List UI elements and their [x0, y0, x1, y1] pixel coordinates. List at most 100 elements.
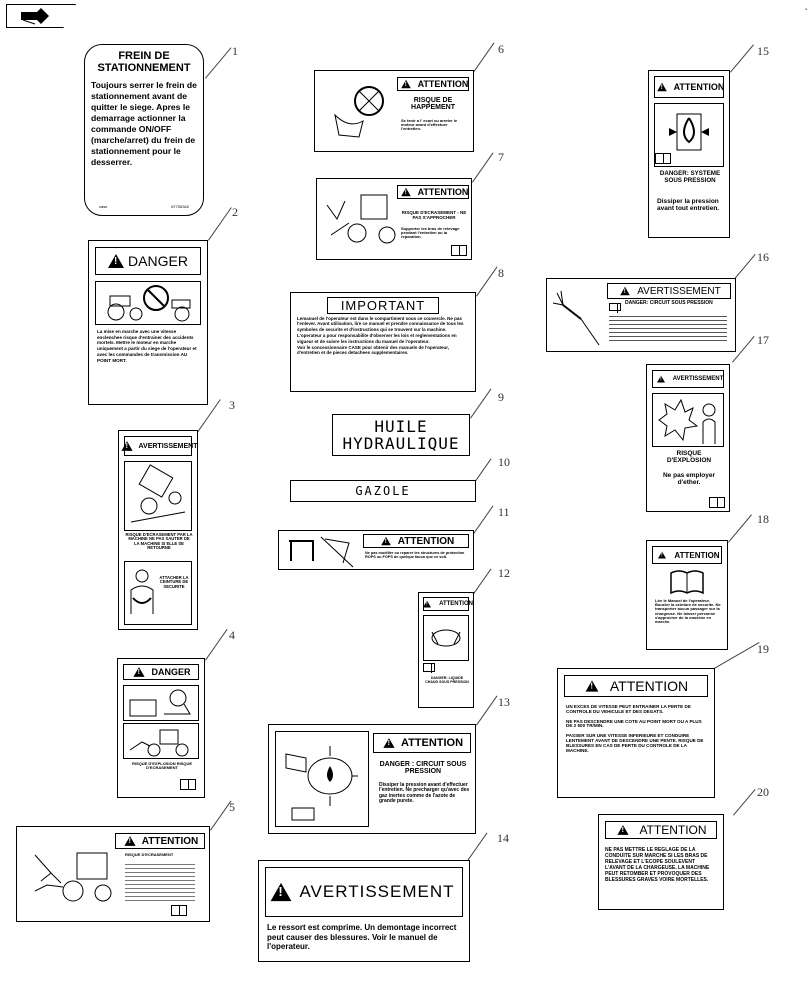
decal-5-lines	[125, 861, 195, 901]
decal-7-title: RISQUE D'ECRASEMENT - NE PAS S'APPROCHER	[401, 210, 467, 220]
spray-injury-icon	[552, 290, 600, 346]
decal-15-title: DANGER: SYSTEME SOUS PRESSION	[659, 170, 721, 184]
decal-1-body: Toujours serrer le frein de stationnemen…	[91, 80, 197, 168]
decal-20-attention: ATTENTION NE PAS METTRE LE REGLAGE DE LA…	[598, 814, 724, 910]
callout-3: 3	[229, 398, 235, 412]
decal-10-text: GAZOLE	[355, 484, 411, 498]
decal-1-brand: case	[99, 204, 108, 209]
warning-triangle-icon	[658, 551, 667, 559]
corner-mark: `	[804, 8, 808, 19]
decal-14-header: AVERTISSEMENT	[265, 867, 463, 917]
decal-4-text: RISQUE D'EXPLOSION RISQUE D'ECRASEMENT	[131, 761, 193, 771]
warning-triangle-icon	[108, 254, 125, 268]
callout-12: 12	[498, 566, 510, 580]
decal-4-danger: DANGER RISQUE D'EXPLOSION RISQUE D'ECRAS…	[117, 658, 205, 798]
warning-triangle-icon	[133, 667, 146, 677]
decal-6-body: Se tenir a l' ecart ou arreter le moteur…	[401, 118, 458, 132]
callout-10: 10	[498, 455, 510, 469]
manual-book-icon	[670, 570, 704, 595]
callout-16: 16	[757, 250, 769, 264]
decal-13-title: DANGER : CIRCUIT SOUS PRESSION	[379, 761, 467, 776]
rollover-icon	[130, 464, 186, 523]
warning-triangle-icon	[617, 825, 630, 835]
rops-structure-icon	[289, 536, 354, 568]
decal-19-p1: UN EXCES DE VITESSE PEUT ENTRAINER LA PE…	[566, 704, 691, 714]
decal-15-body: Dissiper la pression avant tout entretie…	[657, 198, 720, 212]
decal-11-header: ATTENTION	[363, 534, 469, 548]
decal-13-header: ATTENTION	[373, 733, 471, 753]
decal-19-p3: PASSER SUR UNE VITESSE INFERIEURE ET CON…	[566, 733, 704, 753]
decal-14-avertissement: AVERTISSEMENT Le ressort est comprime. U…	[258, 860, 470, 962]
decal-1-code: 87706342	[171, 204, 189, 209]
decal-17-avertissement: AVERTISSEMENT RISQUE D'EXPLOSION Ne pas …	[646, 364, 730, 512]
decal-13-body: Dissiper la pression avant d'effectuer l…	[379, 782, 470, 804]
decal-1-title: FREIN DE STATIONNEMENT	[97, 50, 191, 74]
loader-crush-icon	[129, 729, 189, 757]
callout-8: 8	[498, 266, 504, 280]
decal-16-header: AVERTISSEMENT	[607, 283, 731, 299]
nav-tab[interactable]	[6, 4, 76, 28]
decal-17-header: AVERTISSEMENT	[652, 370, 724, 388]
decal-2-body: La mise en marche avec une vitesse encle…	[97, 329, 197, 363]
book-icon	[171, 905, 187, 916]
decal-3-text2: ATTACHER LA CEINTURE DE SECURITE	[159, 575, 189, 589]
decal-20-body: NE PAS METTRE LE REGLAGE DE LA CONDUITE …	[605, 847, 710, 883]
accumulator-pressure-icon	[285, 746, 358, 821]
warning-triangle-icon	[271, 882, 292, 902]
book-icon	[180, 779, 196, 790]
pressure-drop-icon	[669, 113, 709, 151]
decal-6-title: RISQUE DE HAPPEMENT	[411, 97, 455, 112]
decal-17-body: Ne pas employer d'ether.	[662, 472, 716, 486]
decal-11-body: Ne pas modifier ou reparer les structure…	[365, 551, 465, 559]
decal-3-text1: RISQUE D'ECRASEMENT PAR LA MACHINE NE PA…	[125, 532, 193, 551]
decal-3-seatbelt-picto: ATTACHER LA CEINTURE DE SECURITE	[124, 561, 192, 625]
decal-12-text: DANGER: LIQUIDE CHAUD SOUS PRESSION	[425, 676, 469, 684]
warning-triangle-icon	[620, 286, 631, 296]
book-icon	[609, 303, 621, 313]
entanglement-icon	[334, 86, 384, 138]
decal-4-header: DANGER	[123, 664, 199, 680]
decal-12-attention: ATTENTION DANGER: LIQUIDE CHAUD SOUS PRE…	[418, 592, 474, 708]
decal-3-header: AVERTISSEMENT	[120, 436, 197, 456]
callout-19: 19	[757, 642, 769, 656]
decal-13-attention: ATTENTION DANGER : CIRCUIT SOUS PRESSION…	[268, 724, 476, 834]
decal-9-text: HUILE HYDRAULIQUE	[342, 417, 460, 453]
callout-1: 1	[232, 44, 238, 58]
book-arrow-icon	[21, 8, 49, 25]
decal-15-header: ATTENTION	[654, 76, 724, 98]
decal-8-item-3: Voir le concessionnaire CASE pour obteni…	[297, 344, 450, 356]
decal-6-header: ATTENTION	[397, 77, 469, 91]
decal-15-attention: ATTENTION DANGER: SYSTEME SOUS PRESSION …	[648, 70, 730, 238]
ether-explosion-icon	[658, 398, 716, 444]
decal-9-huile-hydraulique: HUILE HYDRAULIQUE	[332, 414, 470, 456]
warning-triangle-icon	[120, 441, 133, 451]
seatbelt-icon	[130, 569, 154, 614]
callout-2: 2	[232, 205, 238, 219]
decal-12-picto	[423, 615, 469, 661]
book-icon	[709, 497, 725, 508]
decal-4-picto-battery	[123, 685, 199, 721]
callout-20: 20	[757, 785, 769, 799]
decal-19-header: ATTENTION	[564, 675, 708, 697]
decal-7-header: ATTENTION	[397, 185, 469, 199]
decal-3-avertissement: AVERTISSEMENT RISQUE D'ECRASEMENT PAR LA…	[118, 430, 198, 630]
decal-17-title: RISQUE D'EXPLOSION	[666, 450, 712, 464]
decal-7-body: Supporter les bras de relevage pendant l…	[401, 226, 460, 240]
warning-triangle-icon	[400, 187, 411, 197]
callout-15: 15	[757, 44, 769, 58]
callout-17: 17	[757, 333, 769, 347]
decal-11-attention: ATTENTION Ne pas modifier ou reparer les…	[278, 530, 474, 570]
decal-1-frein-stationnement: FREIN DE STATIONNEMENT Toujours serrer l…	[84, 44, 204, 216]
decal-8-important: IMPORTANT Lemanuel de l'operateur est da…	[290, 292, 476, 392]
warning-triangle-icon	[400, 79, 411, 89]
decal-16-avertissement: AVERTISSEMENT DANGER: CIRCUIT SOUS PRESS…	[546, 278, 736, 352]
decal-18-attention: ATTENTION Lire le Manuel de l'operateur.…	[646, 540, 728, 650]
explosion-icon	[129, 689, 191, 717]
callout-13: 13	[498, 695, 510, 709]
loader-arms-icon	[326, 194, 396, 244]
decal-2-header: DANGER	[95, 247, 201, 275]
decal-18-header: ATTENTION	[652, 546, 722, 564]
decal-5-header: ATTENTION	[115, 833, 205, 849]
decal-8-item-1: Lemanuel de l'operateur est dans le comp…	[297, 316, 464, 332]
callout-4: 4	[229, 628, 235, 642]
